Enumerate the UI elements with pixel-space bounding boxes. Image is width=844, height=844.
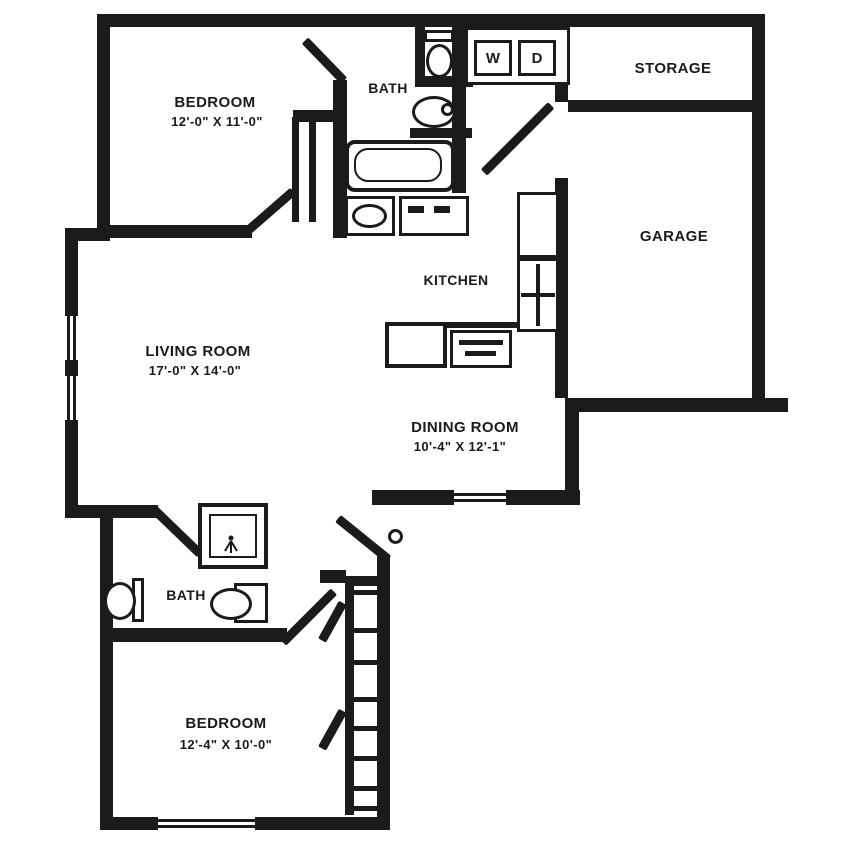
- wall-toilet-shelf: [415, 76, 473, 87]
- wall-bedroom2-bottom-left: [100, 817, 158, 830]
- room-label-bath1: BATH: [368, 80, 408, 96]
- toilet-icon: [426, 44, 453, 78]
- room-dims-living: 17'-0" X 14'-0": [148, 363, 242, 378]
- wall-bedroom2-bottom-right: [255, 817, 390, 830]
- faucet-icon: [441, 103, 454, 116]
- wall-toilet-niche: [415, 27, 425, 83]
- dryer-box: D: [518, 40, 556, 76]
- sink-icon: [210, 588, 252, 620]
- wall-bath1-right: [452, 27, 466, 193]
- wall-bath2-top: [100, 505, 158, 518]
- door-bedroom1: [245, 187, 297, 234]
- room-label-kitchen: KITCHEN: [423, 272, 489, 288]
- toilet-tank-icon: [424, 30, 454, 42]
- dryer-label: D: [531, 49, 543, 67]
- closet-shelf: [354, 697, 377, 702]
- room-label-bath2: BATH: [166, 587, 206, 603]
- burner-mark: [408, 206, 424, 213]
- room-dims-dining: 10'-4" X 12'-1": [413, 439, 507, 454]
- toilet-icon: [104, 582, 136, 620]
- wall-dining-bottom-left: [372, 490, 454, 505]
- bathtub-inner: [354, 148, 442, 182]
- cooktop-mark: [459, 340, 503, 345]
- closet1-door-panel: [309, 117, 316, 222]
- counter-edge: [447, 322, 557, 328]
- room-dims-bedroom1: 12'-0" X 11'-0": [171, 114, 263, 129]
- door-bath1: [301, 37, 348, 84]
- closet-shelf: [354, 806, 377, 811]
- kitchen-sink-icon: [352, 204, 387, 228]
- furnace-icon: [521, 293, 555, 297]
- window-living-lower: [65, 376, 78, 420]
- wall-bedroom1-left: [97, 14, 110, 232]
- pantry-box: [517, 192, 559, 258]
- room-label-bedroom2: BEDROOM: [185, 715, 267, 732]
- wall-right: [752, 14, 765, 412]
- window-living-upper: [65, 316, 78, 360]
- wall-bedroom1-bottom: [107, 225, 252, 238]
- wall-top: [97, 14, 765, 27]
- wall-closet2-left: [345, 583, 354, 815]
- closet-shelf: [354, 628, 377, 633]
- door-entry: [335, 515, 392, 563]
- room-label-storage: STORAGE: [634, 60, 712, 77]
- window-bedroom2: [158, 817, 255, 830]
- shower-inner: [209, 514, 257, 558]
- room-dims-bedroom2: 12'-4" X 10'-0": [179, 737, 273, 752]
- door-garage: [480, 102, 555, 176]
- room-label-bedroom1: BEDROOM: [174, 94, 256, 111]
- wall-closet2-top: [345, 576, 386, 586]
- wall-garage-bottom: [578, 398, 788, 412]
- wall-living-left-upper: [65, 228, 78, 316]
- wall-dining-bottom-right: [506, 490, 580, 505]
- kitchen-range-icon: [399, 196, 469, 236]
- wall-bath2-bottom: [100, 628, 287, 642]
- wall-sink-counter: [410, 128, 472, 138]
- door-bath2: [148, 504, 204, 558]
- washer-box: W: [474, 40, 512, 76]
- wall-window-mullion: [65, 360, 78, 376]
- wall-bottom-left: [100, 505, 113, 830]
- wall-hall-stub: [320, 570, 346, 583]
- kitchen-island: [385, 322, 447, 368]
- room-label-dining: DINING ROOM: [411, 419, 519, 436]
- wall-bedroom2-right: [377, 556, 390, 830]
- window-dining: [454, 490, 506, 505]
- closet-shelf: [354, 786, 377, 791]
- cooktop-icon: [450, 330, 512, 368]
- door-closet2-lower: [318, 708, 347, 751]
- wall-dining-east: [565, 398, 579, 505]
- wall-storage-divider: [568, 100, 752, 112]
- door-knob-icon: [388, 529, 403, 544]
- closet1-door-panel: [292, 117, 299, 222]
- closet-shelf: [354, 590, 377, 595]
- cooktop-mark: [465, 351, 496, 356]
- wall-closet1-top: [293, 110, 339, 122]
- room-label-garage: GARAGE: [639, 228, 709, 245]
- shower-head-icon: [224, 535, 238, 553]
- closet-shelf: [354, 756, 377, 761]
- wall-living-left-lower: [65, 420, 78, 518]
- burner-mark: [434, 206, 450, 213]
- room-label-living: LIVING ROOM: [145, 343, 251, 360]
- washer-label: W: [485, 49, 501, 67]
- closet-shelf: [354, 726, 377, 731]
- closet-shelf: [354, 660, 377, 665]
